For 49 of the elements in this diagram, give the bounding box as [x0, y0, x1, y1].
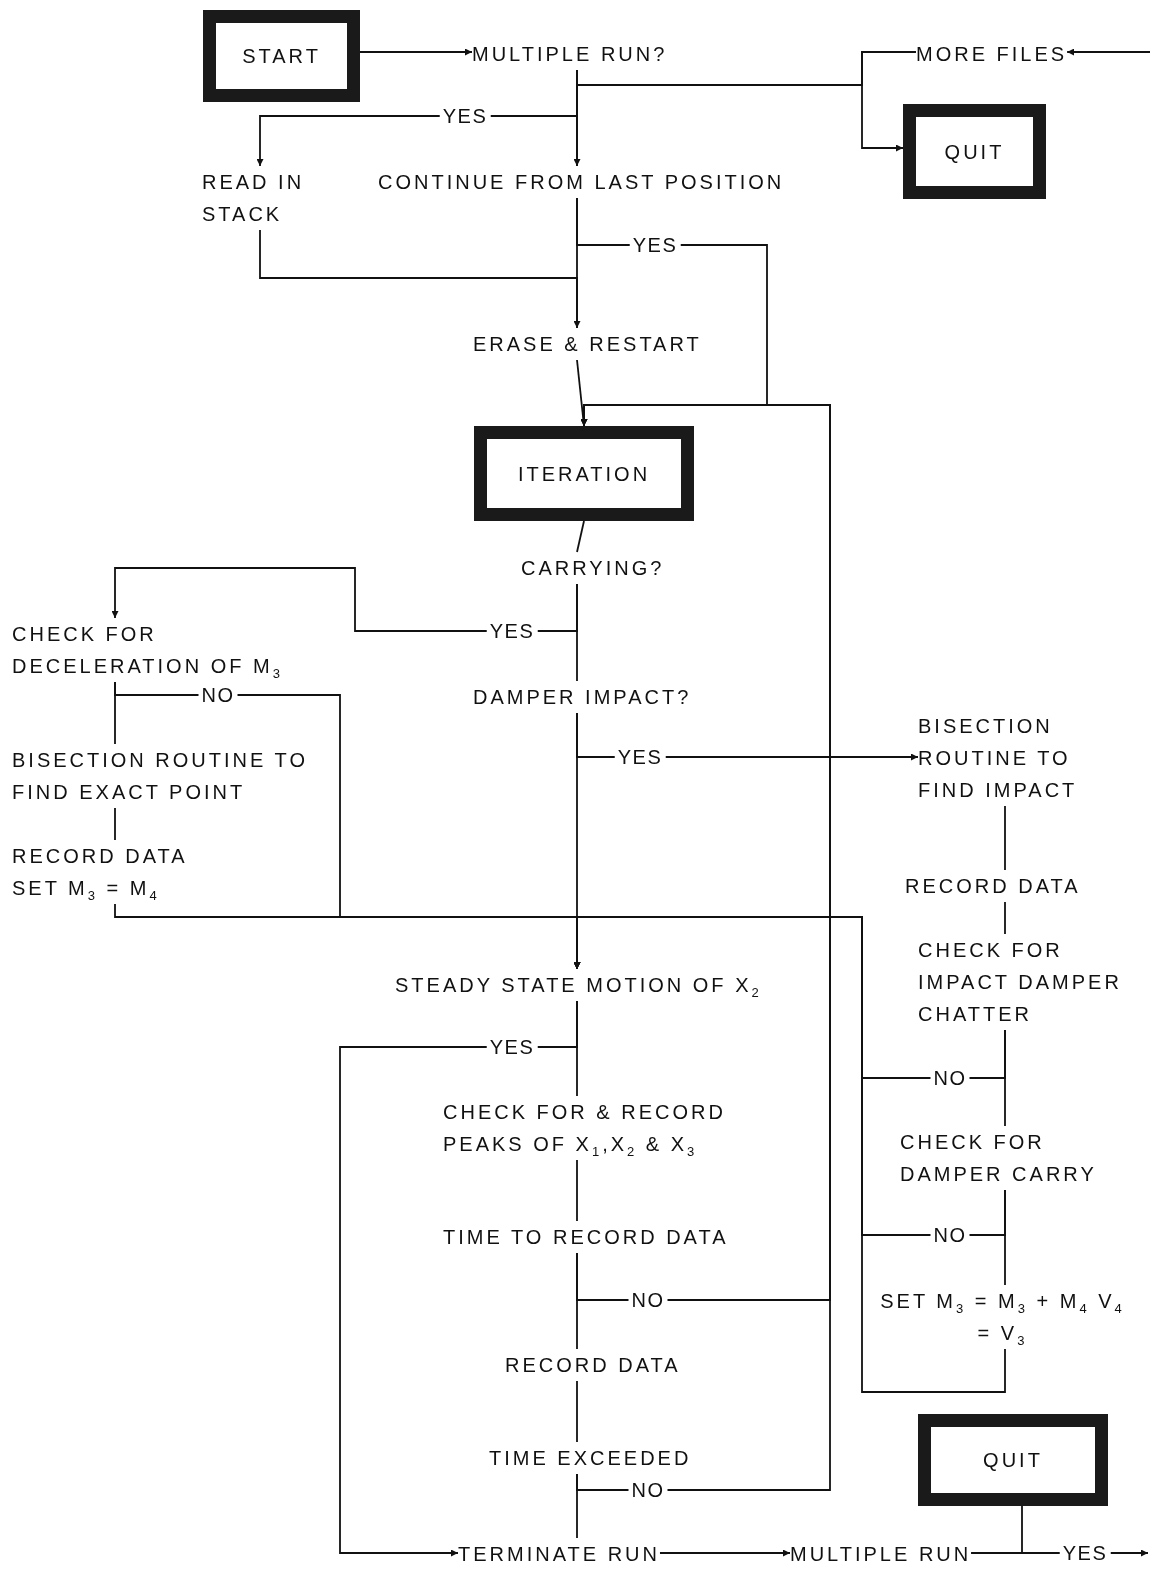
- step-text: RECORD DATA: [905, 870, 1081, 902]
- connector-line: [576, 1473, 578, 1539]
- step-text: MORE FILES: [916, 38, 1068, 70]
- connector-line: [1004, 1029, 1006, 1127]
- arrow: [359, 48, 473, 56]
- arrow: [576, 404, 831, 1491]
- arrow: [573, 916, 1006, 1393]
- step-text: TIME EXCEEDED: [489, 1442, 692, 1474]
- terminal-box: [203, 10, 360, 102]
- connector-line: [576, 1000, 578, 1097]
- step-text: CHECK FOR & RECORD PEAKS OF X$_{1}$,X$_{2}$ & X$_{3}$: [443, 1096, 743, 1160]
- step-text: CONTINUE FROM LAST POSITION: [378, 166, 785, 198]
- connector-line: [114, 807, 116, 841]
- connector-line: [576, 520, 585, 553]
- connector-line: [1004, 1189, 1006, 1286]
- step-text: CHECK FOR DAMPER CARRY: [900, 1126, 1125, 1190]
- connector-line: [1004, 805, 1006, 871]
- terminal-box: [918, 1414, 1108, 1506]
- step-text: TIME TO RECORD DATA: [443, 1221, 729, 1253]
- step-text: CARRYING?: [521, 552, 665, 584]
- step-text: SET M$_{3}$ = M$_{3}$ + M$_{4}$ V$_{4}$ = V$_{3}$: [880, 1285, 1125, 1349]
- step-text: CHECK FOR IMPACT DAMPER CHATTER: [918, 934, 1150, 1030]
- step-text: READ IN STACK: [202, 166, 332, 230]
- step-text: DAMPER IMPACT?: [473, 681, 692, 713]
- connector-line: [576, 69, 578, 167]
- step-text: ERASE & RESTART: [473, 328, 702, 360]
- box-label: QUIT: [983, 1448, 1043, 1473]
- step-text: MULTIPLE RUN: [790, 1538, 972, 1570]
- step-text: MULTIPLE RUN?: [472, 38, 668, 70]
- connector-line: [576, 1159, 578, 1222]
- step-text: RECORD DATA: [505, 1349, 681, 1381]
- connector-line: [576, 1252, 578, 1350]
- connector-line: [576, 1380, 578, 1443]
- step-text: RECORD DATA SET M$_{3}$ = M$_{4}$: [12, 840, 222, 904]
- arrow: [1066, 48, 1151, 56]
- box-label: QUIT: [944, 139, 1005, 165]
- arrow: [659, 1549, 791, 1557]
- step-text: BISECTION ROUTINE TO FIND IMPACT: [918, 710, 1118, 806]
- terminal-box: [903, 104, 1046, 199]
- step-text: BISECTION ROUTINE TO FIND EXACT POINT: [12, 744, 312, 808]
- step-text: TERMINATE RUN: [458, 1538, 660, 1570]
- box-label: START: [242, 44, 321, 69]
- box-label: ITERATION: [517, 461, 651, 487]
- connector-line: [576, 583, 578, 682]
- connector-line: [1004, 901, 1006, 935]
- step-text: CHECK FOR DECELERATION OF M$_{3}$: [12, 618, 317, 682]
- terminal-box: [474, 426, 694, 521]
- arrow: [111, 567, 578, 632]
- step-text: STEADY STATE MOTION OF X$_{2}$: [395, 969, 762, 1001]
